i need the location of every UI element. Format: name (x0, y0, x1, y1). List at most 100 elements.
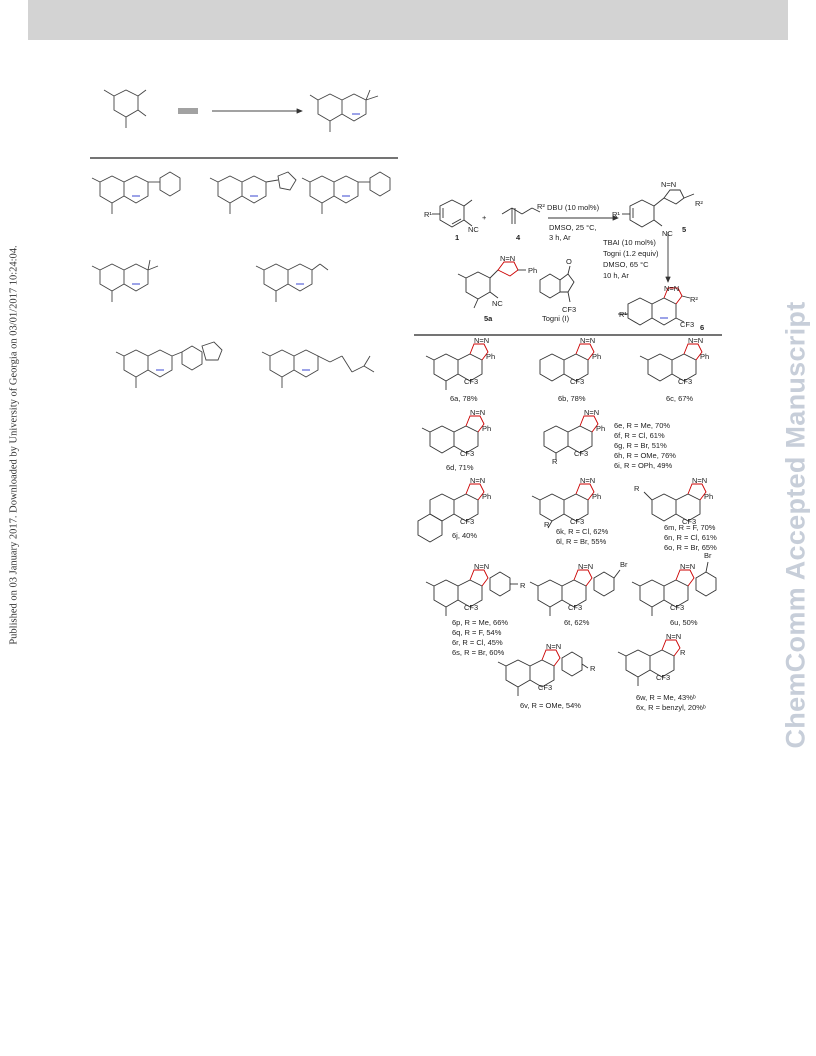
6m-cf3: CF3 (682, 517, 696, 526)
6p-cf3: CF3 (464, 603, 478, 612)
label-r1-6: R¹ (619, 310, 627, 319)
label-r2-product: R² (695, 199, 703, 208)
product-6b-label: 6b, 78% (558, 394, 586, 403)
6e-r: R (552, 457, 558, 466)
condition-top-1: DBU (10 mol%) (547, 203, 600, 212)
compound-6-label: 6 (700, 323, 704, 332)
product-6g-label: 6g, R = Br, 51% (614, 441, 667, 450)
6u-br: Br (704, 551, 712, 560)
product-6t-label: 6t, 62% (564, 618, 590, 627)
6j-nn: N=N (470, 476, 485, 485)
label-r1-product: R¹ (612, 210, 620, 219)
6c-ph: Ph (700, 352, 709, 361)
6w-cf3: CF3 (656, 673, 670, 682)
6b-cf3: CF3 (570, 377, 584, 386)
product-6n-label: 6n, R = Cl, 61% (664, 533, 717, 542)
label-plus: + (482, 213, 487, 222)
label-r2-6: R² (690, 295, 698, 304)
togni-label: Togni (I) (542, 314, 570, 323)
6b-ph: Ph (592, 352, 601, 361)
6a-cf3: CF3 (464, 377, 478, 386)
label-cf3-togni: CF3 (562, 305, 576, 314)
product-6m-label: 6m, R = F, 70% (664, 523, 716, 532)
condition-down-3: DMSO, 65 °C (603, 260, 649, 269)
product-6o-label: 6o, R = Br, 65% (664, 543, 717, 552)
condition-top-3: 3 h, Ar (549, 233, 571, 242)
label-cf3-6: CF3 (680, 320, 694, 329)
product-6j-label: 6j, 40% (452, 531, 477, 540)
6w-r: R (680, 648, 686, 657)
label-ph-5a: Ph (528, 266, 537, 275)
product-6s-label: 6s, R = Br, 60% (452, 648, 505, 657)
label-r1: R¹ (424, 210, 432, 219)
label-nc-5: NC (662, 229, 673, 238)
6e-cf3: CF3 (574, 449, 588, 458)
6b-nn: N=N (580, 336, 595, 345)
condition-down-4: 10 h, Ar (603, 271, 629, 280)
6d-cf3: CF3 (460, 449, 474, 458)
product-6w-label: 6w, R = Me, 43%ᵇ (636, 693, 696, 702)
product-6x-label: 6x, R = benzyl, 20%ᵇ (636, 703, 706, 712)
label-nn-6: N=N (664, 284, 679, 293)
6t-cf3: CF3 (568, 603, 582, 612)
6d-ph: Ph (482, 424, 491, 433)
product-6e-label: 6e, R = Me, 70% (614, 421, 670, 430)
product-6h-label: 6h, R = OMe, 76% (614, 451, 676, 460)
6a-ph: Ph (486, 352, 495, 361)
product-6d-label: 6d, 71% (446, 463, 474, 472)
compound-4-label: 4 (516, 233, 521, 242)
6w-nn: N=N (666, 632, 681, 641)
scheme-reaction-top (432, 189, 695, 326)
6k-cf3: CF3 (570, 517, 584, 526)
label-nn-5a: N=N (500, 254, 515, 263)
compound-5-label: 5 (682, 225, 686, 234)
product-6v-label: 6v, R = OMe, 54% (520, 701, 581, 710)
label-nc-5a: NC (492, 299, 503, 308)
6u-cf3: CF3 (670, 603, 684, 612)
6j-ph: Ph (482, 492, 491, 501)
product-6q-label: 6q, R = F, 54% (452, 628, 502, 637)
condition-down-1: TBAI (10 mol%) (603, 238, 656, 247)
6k-nn: N=N (580, 476, 595, 485)
left-scheme-panel (90, 89, 398, 388)
product-6l-label: 6l, R = Br, 55% (556, 537, 607, 546)
label-o-togni: O (566, 257, 572, 266)
product-6k-label: 6k, R = Cl, 62% (556, 527, 609, 536)
label-r2: R² (537, 202, 545, 211)
condition-top-2: DMSO, 25 °C, (549, 223, 597, 232)
6e-ph: Ph (596, 424, 605, 433)
6v-r: R (590, 664, 596, 673)
6j-cf3: CF3 (460, 517, 474, 526)
product-6f-label: 6f, R = Cl, 61% (614, 431, 665, 440)
6k-ph: Ph (592, 492, 601, 501)
label-nn-5: N=N (661, 180, 676, 189)
6u-nn: N=N (680, 562, 695, 571)
6t-nn: N=N (578, 562, 593, 571)
6p-nn: N=N (474, 562, 489, 571)
6m-ph: Ph (704, 492, 713, 501)
product-6c-label: 6c, 67% (666, 394, 693, 403)
6m-nn: N=N (692, 476, 707, 485)
product-6i-label: 6i, R = OPh, 49% (614, 461, 672, 470)
6c-nn: N=N (688, 336, 703, 345)
label-nc-1: NC (468, 225, 479, 234)
6v-cf3: CF3 (538, 683, 552, 692)
compound-5a-label: 5a (484, 314, 493, 323)
6d-nn: N=N (470, 408, 485, 417)
6k-r: R (544, 520, 550, 529)
product-6a-label: 6a, 78% (450, 394, 478, 403)
product-6p-label: 6p, R = Me, 66% (452, 618, 508, 627)
6c-cf3: CF3 (678, 377, 692, 386)
product-6u-label: 6u, 50% (670, 618, 698, 627)
product-6r-label: 6r, R = Cl, 45% (452, 638, 503, 647)
6p-r: R (520, 581, 526, 590)
6v-nn: N=N (546, 642, 561, 651)
6t-br: Br (620, 560, 628, 569)
product-structures (417, 343, 717, 696)
6e-nn: N=N (584, 408, 599, 417)
compound-1-label: 1 (455, 233, 459, 242)
header-bar (28, 0, 788, 40)
6m-r: R (634, 484, 640, 493)
condition-down-2: Togni (1.2 equiv) (603, 249, 659, 258)
